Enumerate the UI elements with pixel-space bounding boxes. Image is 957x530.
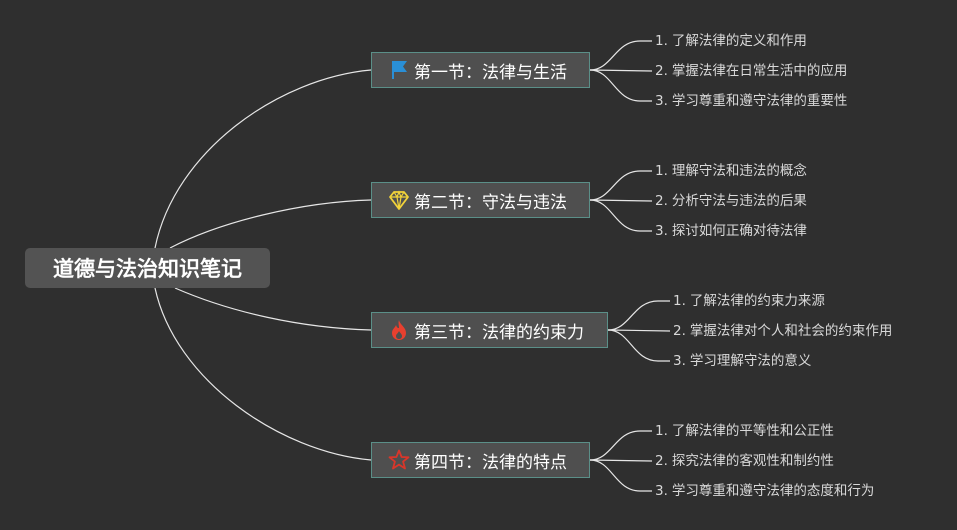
connector-s4-leaf-3 (589, 459, 652, 492)
section-2-item-3[interactable]: 3.探讨如何正确对待法律 (655, 223, 807, 239)
section-4-item-1[interactable]: 1.了解法律的平等性和公正性 (655, 423, 834, 439)
section-2-title: 第二节：守法与违法 (414, 192, 567, 213)
connector-s3-leaf-2 (607, 329, 671, 332)
section-1-item-1[interactable]: 1.了解法律的定义和作用 (655, 33, 807, 49)
section-2-node[interactable]: 第二节：守法与违法 (371, 182, 590, 218)
connector-s4-leaf-2 (589, 459, 653, 462)
connector-root-section-1 (154, 69, 372, 249)
connector-root-section-3 (174, 287, 372, 331)
section-4-title: 第四节：法律的特点 (414, 452, 567, 473)
section-3-item-3[interactable]: 3.学习理解守法的意义 (673, 353, 812, 369)
connector-root-section-2 (169, 199, 372, 249)
connector-s1-leaf-2 (589, 69, 653, 72)
section-2-item-2[interactable]: 2.分析守法与违法的后果 (655, 193, 807, 209)
section-2-item-1[interactable]: 1.理解守法和违法的概念 (655, 163, 807, 179)
section-3-node[interactable]: 第三节：法律的约束力 (371, 312, 608, 348)
section-3-item-2[interactable]: 2.掌握法律对个人和社会的约束作用 (673, 323, 893, 339)
section-3-title: 第三节：法律的约束力 (414, 322, 584, 343)
connector-s4-leaf-1 (589, 430, 652, 461)
connector-s2-leaf-2 (589, 199, 653, 202)
connector-s2-leaf-1 (589, 170, 652, 201)
connector-s1-leaf-3 (589, 69, 652, 102)
section-1-node[interactable]: 第一节：法律与生活 (371, 52, 590, 88)
section-4-node[interactable]: 第四节：法律的特点 (371, 442, 590, 478)
connector-s3-leaf-1 (607, 300, 670, 331)
root-topic[interactable]: 道德与法治知识笔记 (25, 248, 270, 288)
section-1-item-3[interactable]: 3.学习尊重和遵守法律的重要性 (655, 93, 848, 109)
fire-icon (388, 319, 410, 341)
connector-s3-leaf-3 (607, 329, 670, 362)
connector-s2-leaf-3 (589, 199, 652, 232)
section-4-item-2[interactable]: 2.探究法律的客观性和制约性 (655, 453, 834, 469)
star-icon (388, 449, 410, 471)
diamond-icon (388, 189, 410, 211)
root-topic-title: 道德与法治知识笔记 (53, 257, 242, 281)
connector-s1-leaf-1 (589, 40, 652, 71)
section-1-item-2[interactable]: 2.掌握法律在日常生活中的应用 (655, 63, 848, 79)
section-4-item-3[interactable]: 3.学习尊重和遵守法律的态度和行为 (655, 483, 875, 499)
connector-root-section-4 (154, 287, 372, 461)
section-1-title: 第一节：法律与生活 (414, 62, 567, 83)
flag-icon (388, 59, 410, 81)
section-3-item-1[interactable]: 1.了解法律的约束力来源 (673, 293, 825, 309)
